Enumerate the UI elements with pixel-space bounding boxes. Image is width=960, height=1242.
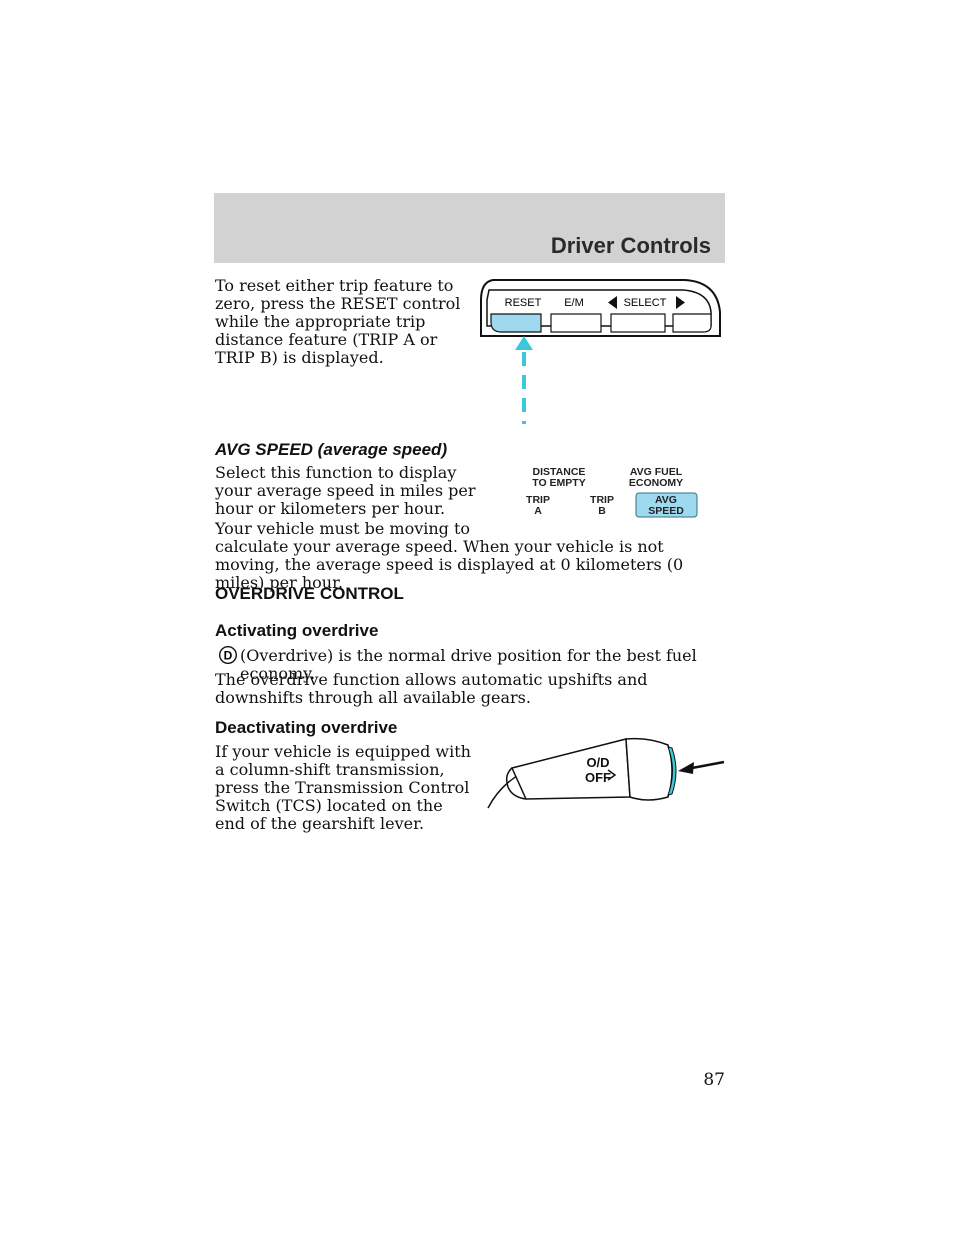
trip-b-line2: B [598, 505, 606, 517]
avg-fuel-economy-line1: AVG FUEL [630, 466, 683, 478]
section-title: Driver Controls [550, 233, 711, 258]
reset-label: RESET [505, 297, 542, 309]
reset-button[interactable] [490, 313, 542, 333]
activating-overdrive-heading: Activating overdrive [215, 621, 379, 640]
em-button[interactable] [550, 313, 602, 333]
display-selector-figure: DISTANCE TO EMPTY AVG FUEL ECONOMY TRIP … [526, 466, 698, 518]
deactivating-overdrive-heading: Deactivating overdrive [215, 718, 398, 737]
tcs-button[interactable] [667, 746, 677, 796]
select-label: SELECT [624, 297, 667, 309]
off-label: OFF [585, 770, 611, 785]
select-down-button[interactable] [610, 313, 666, 333]
trip-reset-text: To reset either trip feature to zero, pr… [215, 276, 461, 367]
reset-control-figure: RESET E/M SELECT [480, 279, 721, 424]
od-label: O/D [586, 755, 609, 770]
page-number: 87 [703, 1070, 725, 1090]
avg-speed-indicator [635, 492, 698, 518]
gearshift-lever-figure: O/D OFF [487, 737, 725, 809]
trip-a-line2: A [534, 505, 542, 517]
select-up-button[interactable] [672, 313, 712, 333]
avg-speed-heading: AVG SPEED (average speed) [215, 440, 448, 459]
deactivating-overdrive-text: If your vehicle is equipped with a colum… [215, 742, 471, 833]
avg-speed-line1: AVG [655, 494, 677, 506]
select-left-icon [608, 296, 617, 309]
avg-speed-text-1: Select this function to display your ave… [215, 463, 476, 518]
section-header: Driver Controls [214, 193, 725, 263]
avg-speed-text-2: calculate your average speed. When your … [215, 537, 684, 592]
distance-to-empty-line2: TO EMPTY [532, 477, 585, 489]
distance-to-empty-line1: DISTANCE [533, 466, 586, 478]
overdrive-heading: OVERDRIVE CONTROL [215, 584, 404, 603]
overdrive-symbol: D [224, 649, 233, 663]
arrow-left-icon [678, 762, 694, 774]
select-right-icon [676, 296, 685, 309]
em-label: E/M [564, 297, 584, 309]
trip-b-line1: TRIP [590, 494, 614, 506]
avg-speed-line2: SPEED [648, 505, 684, 517]
avg-fuel-economy-line2: ECONOMY [629, 477, 683, 489]
avg-speed-text-2-line1: Your vehicle must be moving to [215, 519, 471, 538]
chevron-right-icon [607, 769, 617, 781]
activating-overdrive-text: (Overdrive) is the normal drive position… [240, 646, 697, 683]
trip-a-line1: TRIP [526, 494, 550, 506]
overdrive-function-text: The overdrive function allows automatic … [215, 670, 648, 707]
overdrive-icon: D [219, 646, 237, 664]
arrow-up-icon [515, 336, 533, 350]
